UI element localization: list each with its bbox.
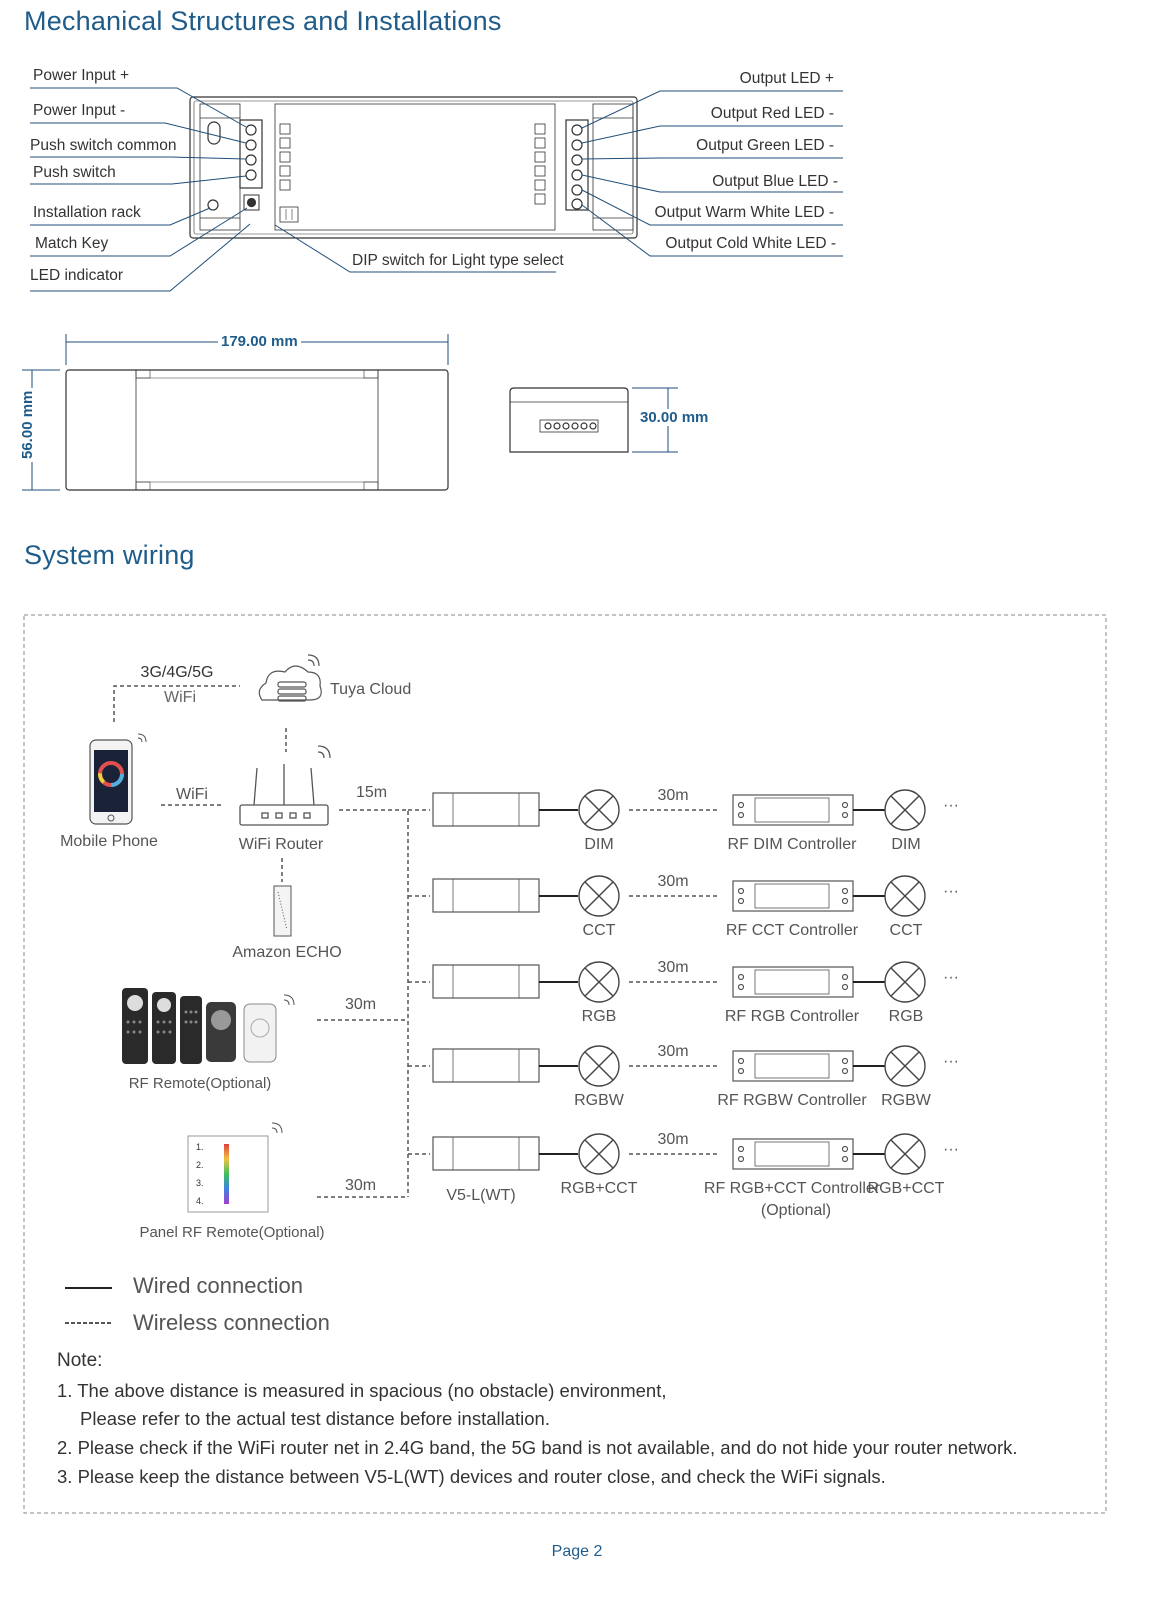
row-light2-label: CCT (889, 922, 923, 939)
v5-device (432, 1048, 540, 1083)
note-1: 1. The above distance is measured in spa… (57, 1380, 667, 1401)
panel-key-1: 1. (196, 1142, 204, 1152)
lamp-icon (884, 1133, 926, 1175)
ellipsis: ··· (943, 969, 959, 986)
legend-wired: Wired connection (133, 1273, 303, 1298)
label-wifi-cloud: WiFi (164, 689, 196, 706)
label-device-name: V5-L(WT) (446, 1187, 516, 1204)
rf-controller (732, 794, 854, 826)
label-power-input-minus: Power Input - (33, 102, 126, 119)
note-title: Note: (57, 1350, 103, 1371)
label-output-warm-white: Output Warm White LED - (654, 204, 834, 221)
label-wifi-router: WiFi Router (238, 836, 324, 853)
ellipsis: ··· (943, 797, 959, 814)
lamp-icon (884, 875, 926, 917)
label-rf-remote: RF Remote(Optional) (128, 1075, 272, 1092)
wiring-title: System wiring (24, 540, 195, 570)
label-output-red: Output Red LED - (710, 105, 834, 122)
legend-wireless: Wireless connection (133, 1310, 330, 1335)
note-1-cont: Please refer to the actual test distance… (80, 1408, 550, 1429)
row-distance-label: 30m (657, 873, 689, 890)
label-3g-4g-5g: 3G/4G/5G (140, 664, 214, 681)
label-output-blue: Output Blue LED - (712, 173, 838, 190)
row-light-label: RGB (581, 1008, 617, 1025)
lamp-icon (884, 1045, 926, 1087)
lamp-icon (578, 789, 620, 831)
mechanical-title: Mechanical Structures and Installations (24, 6, 502, 36)
page-number: Page 2 (551, 1543, 603, 1560)
row-controller-label: RF RGBW Controller (717, 1092, 867, 1109)
ellipsis: ··· (943, 1141, 959, 1158)
lamp-icon (578, 961, 620, 1003)
label-power-input-plus: Power Input + (33, 67, 130, 84)
label-dip-switch: DIP switch for Light type select (352, 252, 564, 269)
dimension-depth: 30.00 mm (638, 409, 711, 426)
lamp-icon (884, 789, 926, 831)
note-3: 3. Please keep the distance between V5-L… (57, 1466, 886, 1487)
panel-key-3: 3. (196, 1178, 204, 1188)
row-light-label: RGBW (574, 1092, 624, 1109)
label-amazon-echo: Amazon ECHO (232, 944, 342, 961)
label-controller-optional: (Optional) (760, 1202, 832, 1219)
rf-controller (732, 1050, 854, 1082)
dimension-width: 179.00 mm (218, 333, 301, 350)
row-controller-label: RF DIM Controller (727, 836, 857, 853)
label-match-key: Match Key (35, 235, 109, 252)
ellipsis: ··· (943, 883, 959, 900)
lamp-icon (578, 875, 620, 917)
row-light2-label: RGB+CCT (867, 1180, 945, 1197)
rf-controller (732, 880, 854, 912)
label-output-cold-white: Output Cold White LED - (665, 235, 836, 252)
v5-device (432, 964, 540, 999)
label-output-green: Output Green LED - (696, 137, 834, 154)
label-installation-rack: Installation rack (33, 204, 141, 221)
label-wifi-phone: WiFi (176, 786, 208, 803)
row-controller-label: RF RGB+CCT Controller (703, 1180, 881, 1197)
label-mobile-phone: Mobile Phone (60, 833, 158, 850)
row-distance-label: 30m (657, 1043, 689, 1060)
panel-key-2: 2. (196, 1160, 204, 1170)
rf-controller (732, 966, 854, 998)
row-light-label: CCT (582, 922, 616, 939)
label-remote-distance: 30m (345, 996, 377, 1013)
row-light-label: DIM (584, 836, 614, 853)
label-panel-remote: Panel RF Remote(Optional) (139, 1224, 325, 1241)
label-router-distance: 15m (356, 784, 388, 801)
label-tuya-cloud: Tuya Cloud (330, 681, 412, 698)
v5-device (432, 1136, 540, 1171)
panel-key-4: 4. (196, 1196, 204, 1206)
row-distance-label: 30m (657, 959, 689, 976)
row-controller-label: RF CCT Controller (725, 922, 859, 939)
v5-device (432, 792, 540, 827)
label-panel-distance: 30m (345, 1177, 377, 1194)
label-output-led-plus: Output LED + (739, 70, 834, 87)
v5-device (432, 878, 540, 913)
row-light2-label: RGBW (881, 1092, 931, 1109)
rf-controller (732, 1138, 854, 1170)
row-distance-label: 30m (657, 1131, 689, 1148)
ellipsis: ··· (943, 1053, 959, 1070)
label-push-switch: Push switch (33, 164, 116, 181)
row-light2-label: RGB (888, 1008, 924, 1025)
row-light-label: RGB+CCT (560, 1180, 638, 1197)
label-led-indicator: LED indicator (30, 267, 124, 284)
label-push-switch-common: Push switch common (30, 137, 177, 154)
lamp-icon (884, 961, 926, 1003)
row-distance-label: 30m (657, 787, 689, 804)
row-light2-label: DIM (891, 836, 921, 853)
lamp-icon (578, 1045, 620, 1087)
note-2: 2. Please check if the WiFi router net i… (57, 1437, 1018, 1458)
row-controller-label: RF RGB Controller (724, 1008, 860, 1025)
lamp-icon (578, 1133, 620, 1175)
